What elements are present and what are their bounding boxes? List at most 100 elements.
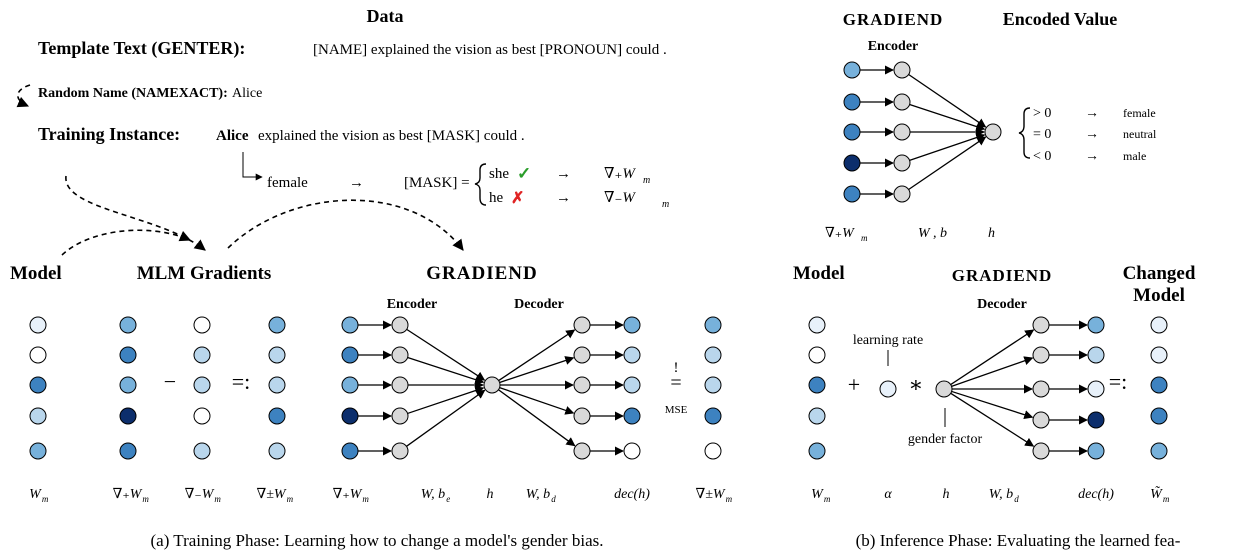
inf-label-wd-bd-subscript: d: [1014, 494, 1019, 504]
check-mark: ✓: [517, 164, 531, 183]
instance-label: Training Instance:: [38, 124, 180, 144]
model-weight-node: [29, 316, 47, 334]
inference-changed-title: Changed: [1123, 263, 1196, 284]
decoder-output-node: [623, 407, 641, 425]
inference-def-eq: =:: [1109, 369, 1128, 394]
inference-model-node: [808, 346, 826, 364]
decoder-output-node: [623, 316, 641, 334]
grad-minus-node: [193, 407, 211, 425]
female-text: female: [267, 175, 308, 191]
target-node: [704, 376, 722, 394]
label-grad-minus-subscript: m: [214, 494, 221, 504]
grad-minus-node: [193, 376, 211, 394]
label-grad-pm: ∇±W: [256, 487, 286, 502]
decoder-output-node: [623, 442, 641, 460]
decoder-output-node: [623, 346, 641, 364]
network-edges: [358, 65, 1088, 456]
inf-label-h: h: [943, 487, 950, 502]
inference-changed-title2: Model: [1133, 285, 1185, 306]
encoder-hidden-node: [391, 442, 409, 460]
label-grad-pm-subscript: m: [287, 494, 294, 504]
inference-model-node: [808, 316, 826, 334]
encoder-input-node: [341, 376, 359, 394]
encoded-input-node: [843, 185, 861, 203]
hook-arrow: [242, 152, 263, 181]
network-edge: [951, 356, 1034, 387]
training-mlm-gradients-title: MLM Gradients: [137, 263, 272, 284]
changed-model-node: [1150, 316, 1168, 334]
decoder-hidden-node: [573, 442, 591, 460]
network-edge: [950, 392, 1035, 447]
inference-decoder-output-node: [1087, 316, 1105, 334]
name-label: Random Name (NAMEXACT):: [38, 86, 228, 101]
network-edge: [499, 356, 575, 384]
dashed-arrow-model-to-gradients: [61, 229, 192, 256]
inference-gradiend-title: GRADIEND: [952, 266, 1053, 285]
inference-decoder-hidden-node: [1032, 316, 1050, 334]
network-edge: [406, 389, 486, 447]
inference-decoder-hidden-node: [1032, 380, 1050, 398]
network-edge: [499, 386, 575, 415]
encoder-input-node: [341, 442, 359, 460]
mse-eq: =: [670, 372, 681, 394]
encoded-value-title: Encoded Value: [1003, 9, 1118, 29]
encoded-input-node: [843, 123, 861, 141]
grad-plus-node: [119, 316, 137, 334]
inference-decoder-output-node: [1087, 380, 1105, 398]
encoded-label-h: h: [988, 226, 995, 241]
label-target: ∇±W: [695, 487, 725, 502]
dashed-arrow-name: [16, 84, 31, 108]
encoded-hidden-node: [893, 123, 911, 141]
he-grad-sub: m: [662, 199, 669, 210]
model-weight-node: [29, 442, 47, 460]
grad-plus-node: [119, 376, 137, 394]
grad-diff-node: [268, 376, 286, 394]
encoded-hidden-node: [893, 185, 911, 203]
grad-minus-node: [193, 316, 211, 334]
label-enc-input-subscript: m: [362, 494, 369, 504]
latent-h-node: [483, 376, 501, 394]
grad-diff-node: [268, 442, 286, 460]
network-edge: [498, 389, 576, 447]
def-eq-operator: =:: [232, 369, 251, 394]
inference-decoder-hidden-node: [1032, 411, 1050, 429]
encoded-eqz-arrow: →: [1085, 127, 1099, 142]
she-text: she: [489, 166, 509, 182]
model-weight-node: [29, 346, 47, 364]
encoded-brace: [1018, 107, 1031, 159]
inf-label-wm-subscript: m: [824, 494, 831, 504]
encoded-encoder-label: Encoder: [868, 39, 919, 54]
target-node: [704, 442, 722, 460]
grad-plus-node: [119, 346, 137, 364]
changed-model-node: [1150, 442, 1168, 460]
label-grad-minus: ∇₋W: [185, 487, 215, 502]
encoder-hidden-node: [391, 407, 409, 425]
inf-label-wm: W: [811, 487, 824, 502]
he-text: he: [489, 190, 504, 206]
changed-model-node: [1150, 376, 1168, 394]
label-wd-bd: W, b: [526, 487, 550, 502]
learning-rate-node: [879, 380, 897, 398]
inference-decoder-hidden-node: [1032, 442, 1050, 460]
inference-decoder-label: Decoder: [977, 297, 1027, 312]
network-edge: [407, 356, 485, 384]
target-node: [704, 407, 722, 425]
encoded-female: female: [1123, 106, 1156, 120]
inference-decoder-output-node: [1087, 442, 1105, 460]
label-grad-plus-subscript: m: [142, 494, 149, 504]
label-dec-h: dec(h): [614, 487, 650, 502]
encoder-input-node: [341, 316, 359, 334]
encoded-input-node: [843, 154, 861, 172]
label-h: h: [487, 487, 494, 502]
dashed-arrow-gradients-to-gradiend: [227, 199, 464, 251]
encoder-hidden-node: [391, 316, 409, 334]
encoded-eqz: = 0: [1033, 127, 1051, 142]
network-edge: [950, 329, 1035, 386]
inference-caption: (b) Inference Phase: Evaluating the lear…: [856, 531, 1181, 550]
label-we-be: W, b: [421, 487, 445, 502]
label-we-be-subscript: e: [446, 494, 450, 504]
instance-rest: explained the vision as best [MASK] coul…: [258, 128, 525, 144]
encoded-gradiend-title: GRADIEND: [843, 10, 944, 29]
grad-diff-node: [268, 346, 286, 364]
mask-eq: [MASK] =: [404, 175, 470, 191]
